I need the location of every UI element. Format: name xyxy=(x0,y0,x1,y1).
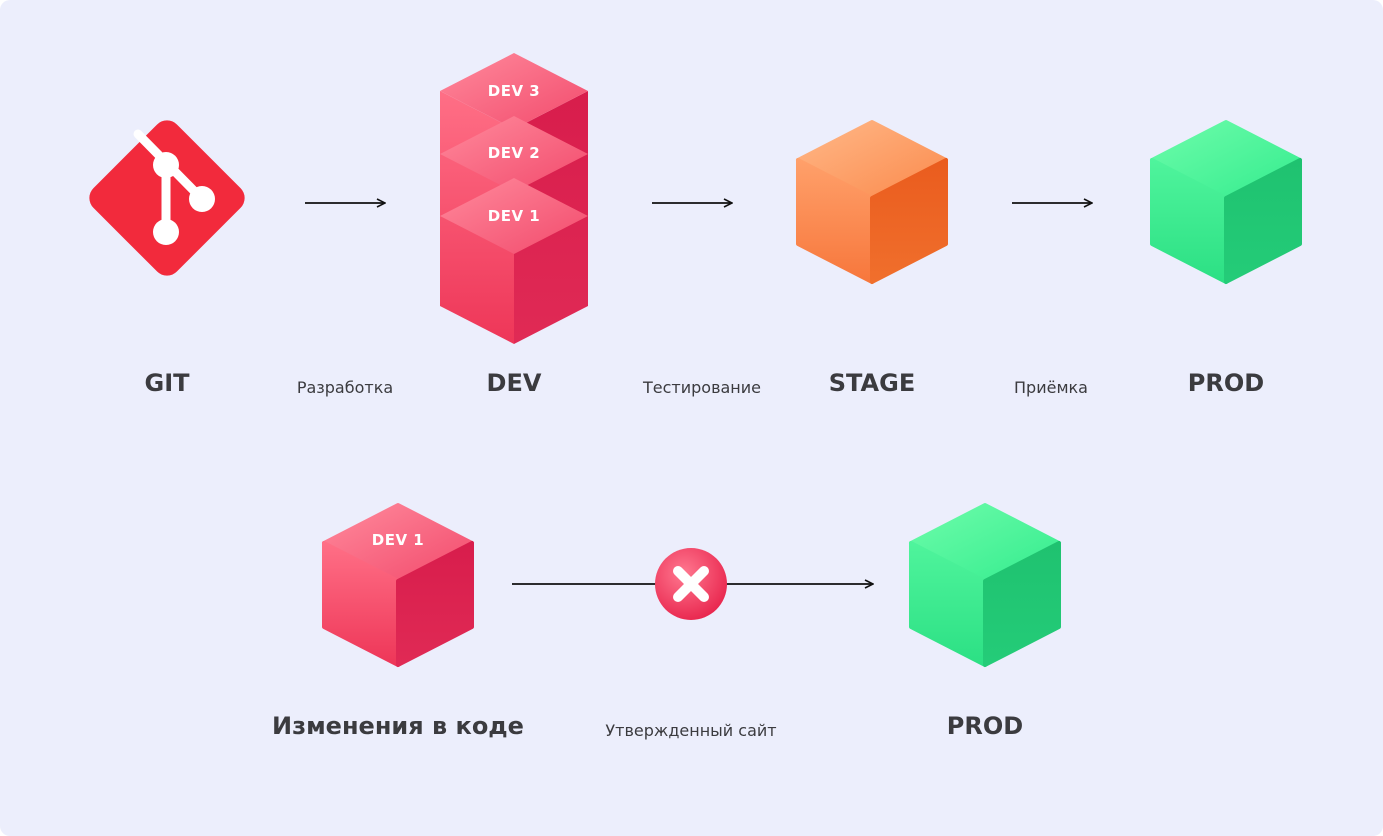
dev-1-cube-label: DEV 1 xyxy=(372,531,424,549)
edge-label-approved-site: Утвержденный сайт xyxy=(605,721,777,740)
dev-title: DEV xyxy=(486,369,542,397)
dev-2-label: DEV 2 xyxy=(488,144,540,162)
git-title: GIT xyxy=(144,369,190,397)
dev-3-label: DEV 3 xyxy=(488,82,540,100)
dev-1-cube: DEV 1 xyxy=(322,503,474,667)
prod-cube xyxy=(1150,120,1302,284)
close-icon xyxy=(655,548,727,620)
edge-label-priemka: Приёмка xyxy=(1014,378,1088,397)
code-changes-title: Изменения в коде xyxy=(272,712,524,740)
prod-title: PROD xyxy=(1187,369,1265,397)
dev-1-label: DEV 1 xyxy=(488,207,540,225)
edge-label-testirovanie: Тестирование xyxy=(642,378,762,397)
edge-label-razrabotka: Разработка xyxy=(296,378,394,397)
dev-stack-cube: DEV 3 DEV 2 DEV 1 xyxy=(440,53,588,344)
prod-target-title: PROD xyxy=(946,712,1024,740)
git-logo-icon xyxy=(89,120,245,276)
stage-title: STAGE xyxy=(828,369,916,397)
stage-cube xyxy=(796,120,948,284)
prod-target-cube xyxy=(909,503,1061,667)
